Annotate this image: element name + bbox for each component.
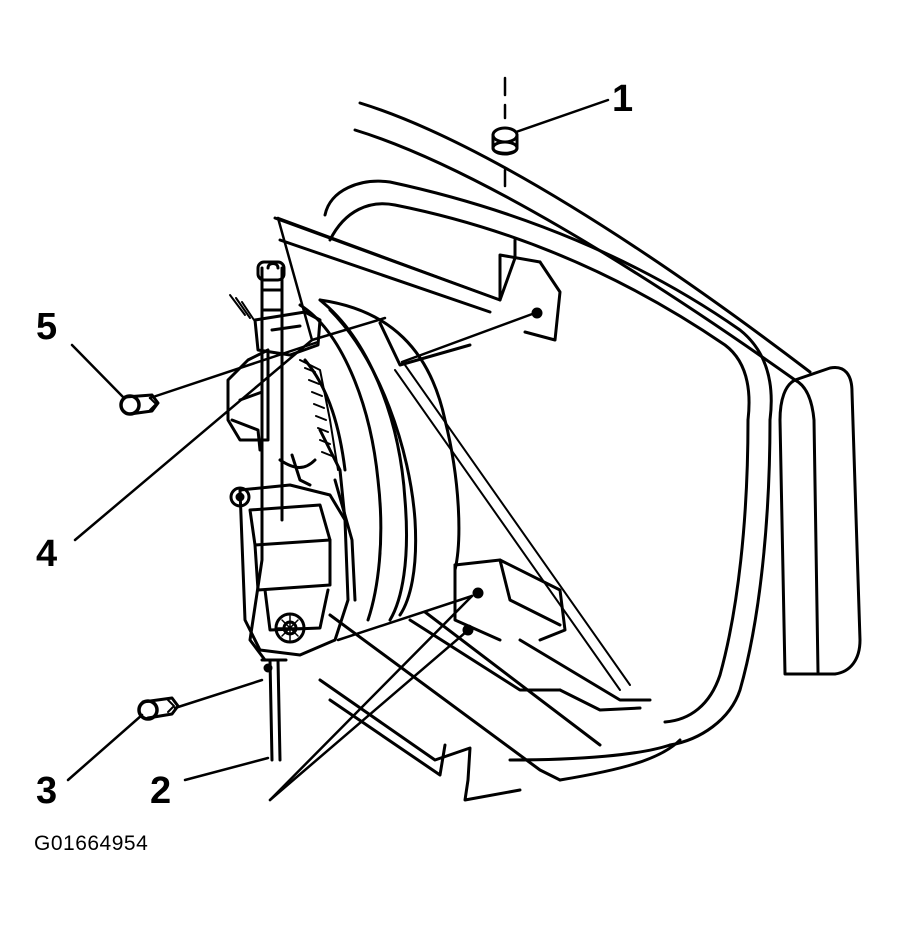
callout-1: 1: [612, 78, 634, 120]
window-regulator: [226, 260, 357, 762]
callout-3: 3: [36, 770, 58, 812]
figure-id: G01664954: [34, 832, 149, 855]
fastener-nut-1: [491, 76, 519, 188]
door-frame: [318, 101, 862, 802]
fastener-bolt-3: [137, 696, 180, 721]
callout-4: 4: [36, 533, 58, 575]
inner-door-panel: [273, 216, 652, 712]
mounting-holes: [263, 307, 543, 673]
fastener-bolt-5: [119, 393, 160, 416]
leader-lines: [66, 98, 610, 802]
glass-run-channel: [298, 298, 418, 622]
callout-5: 5: [36, 306, 58, 348]
callout-2: 2: [150, 770, 172, 812]
